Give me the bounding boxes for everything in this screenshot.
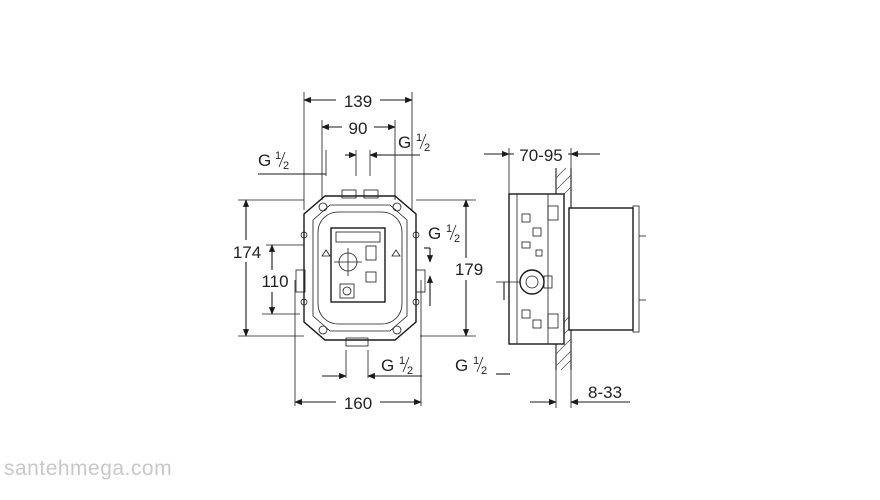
bolt-icon (392, 202, 402, 212)
svg-text:2: 2 (481, 365, 487, 377)
lower-clip (547, 313, 559, 329)
upper-clip (547, 205, 559, 221)
top-tab-right (363, 189, 379, 199)
svg-text:2: 2 (407, 365, 413, 377)
dim-height-inner: 110 (261, 272, 288, 291)
arrow-icon (365, 245, 377, 261)
svg-text:1: 1 (399, 355, 405, 367)
plate-label (335, 231, 381, 243)
front-view: 139 90 G 1 2 G 1 2 174 110 (228, 90, 488, 413)
svg-text:G: G (398, 133, 411, 152)
dim-depth: 70-95 (519, 146, 562, 165)
svg-text:1: 1 (446, 223, 452, 235)
thread-label-right: G 1 2 (428, 223, 460, 245)
svg-text:2: 2 (424, 142, 430, 154)
mounting-body (508, 193, 565, 345)
inner-frame (312, 204, 408, 332)
arrow-up-icon (391, 249, 401, 257)
svg-text:1: 1 (275, 150, 281, 162)
indicator-icon (365, 271, 377, 283)
bolt-icon (300, 298, 308, 306)
outlet-icon (339, 283, 355, 299)
svg-text:G: G (381, 356, 394, 375)
bolt-icon (412, 298, 420, 306)
dim-width-base: 160 (344, 394, 372, 413)
housing-outline (317, 211, 403, 325)
svg-text:G: G (455, 356, 468, 375)
box-lip (632, 205, 640, 333)
side-view: 70-95 G 1 2 8-33 (455, 144, 646, 408)
svg-text:2: 2 (283, 160, 289, 172)
side-connector-icon (519, 269, 545, 295)
dim-wall: 8-33 (588, 383, 622, 402)
bottom-outlet (345, 337, 369, 347)
bolt-icon (318, 202, 328, 212)
watermark: santehmega.com (4, 457, 173, 480)
bolt-icon (300, 231, 308, 239)
bolt-icon (392, 325, 402, 335)
thread-label-bottom: G 1 2 (381, 355, 413, 377)
thread-label-top-right: G 1 2 (398, 132, 430, 154)
arrow-up-icon (321, 249, 331, 257)
svg-text:1: 1 (473, 355, 479, 367)
dim-width-inner: 90 (349, 119, 368, 138)
bolt-icon (412, 231, 420, 239)
svg-text:G: G (428, 224, 441, 243)
svg-text:G: G (258, 151, 271, 170)
top-tab-left (341, 189, 357, 199)
svg-text:2: 2 (454, 233, 460, 245)
bolt-icon (318, 325, 328, 335)
protective-box (568, 207, 634, 331)
svg-text:1: 1 (416, 132, 422, 144)
right-port (415, 269, 426, 293)
dim-width-total: 139 (344, 92, 372, 111)
dim-height-total: 174 (233, 243, 261, 262)
left-port (295, 269, 306, 293)
thread-label-top-left: G 1 2 (258, 150, 289, 172)
thread-label-side: G 1 2 (455, 355, 487, 377)
dim-height-side: 179 (455, 260, 483, 279)
